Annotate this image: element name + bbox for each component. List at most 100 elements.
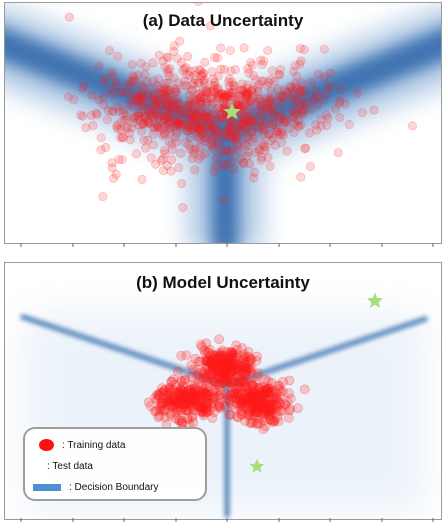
- training-point: [230, 389, 241, 400]
- training-point: [243, 351, 253, 362]
- training-point: [248, 403, 259, 414]
- training-point: [336, 85, 346, 95]
- training-point: [258, 389, 269, 400]
- training-point: [291, 110, 301, 120]
- training-point: [240, 381, 251, 392]
- training-point: [134, 94, 144, 104]
- training-point: [162, 396, 173, 407]
- training-point: [264, 383, 275, 394]
- training-point: [169, 385, 179, 396]
- training-point: [164, 382, 175, 393]
- training-point: [131, 94, 141, 104]
- training-point: [263, 99, 273, 109]
- training-point: [258, 424, 269, 434]
- training-point: [262, 81, 272, 91]
- training-point: [163, 68, 173, 78]
- training-point: [235, 101, 245, 111]
- training-point: [195, 356, 206, 367]
- training-point: [238, 388, 249, 399]
- training-point: [142, 77, 152, 87]
- green-star-icon: [223, 103, 241, 120]
- training-point: [245, 394, 256, 405]
- training-point: [227, 387, 238, 398]
- training-point: [233, 361, 244, 372]
- training-point: [260, 394, 271, 405]
- training-point: [237, 343, 248, 354]
- training-point: [260, 400, 271, 411]
- training-point: [193, 119, 203, 129]
- training-point: [261, 385, 272, 395]
- training-point: [233, 360, 244, 371]
- training-point: [239, 363, 250, 373]
- training-point: [115, 87, 125, 97]
- training-point: [201, 397, 212, 408]
- training-point: [238, 85, 248, 95]
- training-point: [200, 114, 210, 124]
- training-point: [258, 122, 268, 132]
- training-point: [249, 173, 259, 183]
- training-point: [190, 75, 200, 85]
- training-point: [174, 120, 184, 130]
- training-point: [253, 86, 263, 96]
- training-point: [292, 71, 302, 81]
- training-point: [177, 402, 188, 413]
- training-point: [157, 397, 168, 408]
- training-point: [306, 104, 316, 114]
- training-point: [180, 119, 190, 129]
- training-point: [173, 415, 184, 426]
- training-point: [190, 122, 200, 132]
- training-point: [200, 348, 211, 358]
- training-point: [260, 406, 271, 417]
- training-point: [176, 350, 187, 361]
- training-point: [107, 163, 117, 173]
- training-point: [199, 75, 209, 85]
- training-point: [215, 403, 226, 414]
- training-point: [277, 127, 287, 137]
- training-point: [196, 379, 207, 389]
- training-point: [143, 397, 154, 408]
- training-point: [246, 355, 257, 365]
- training-point: [207, 360, 218, 371]
- training-point: [268, 385, 278, 396]
- training-point: [202, 94, 212, 104]
- training-point: [235, 361, 246, 371]
- training-point: [255, 95, 265, 105]
- training-point: [139, 97, 149, 107]
- training-point: [197, 71, 207, 81]
- training-point: [221, 146, 231, 156]
- training-point: [210, 392, 221, 403]
- training-point: [207, 141, 217, 151]
- training-point: [228, 377, 239, 388]
- training-point: [269, 399, 280, 410]
- panel-a-x-ticks: [20, 243, 434, 247]
- training-point: [271, 388, 281, 399]
- training-point: [213, 359, 224, 370]
- training-point: [250, 408, 261, 418]
- training-point: [214, 400, 225, 411]
- training-point: [156, 111, 166, 121]
- training-point: [289, 66, 299, 76]
- training-point: [295, 86, 305, 96]
- training-point: [206, 393, 217, 404]
- training-point: [184, 100, 194, 110]
- training-point: [219, 356, 230, 367]
- training-point: [161, 392, 172, 403]
- training-point: [227, 375, 238, 386]
- training-point: [232, 386, 243, 397]
- training-point: [172, 104, 182, 114]
- training-point: [207, 362, 218, 373]
- training-point: [321, 89, 331, 99]
- training-point: [185, 109, 195, 119]
- training-point: [107, 68, 117, 78]
- training-point: [264, 130, 274, 140]
- training-point: [248, 393, 259, 404]
- training-point: [163, 65, 173, 75]
- training-point: [241, 122, 251, 132]
- training-point: [284, 388, 294, 399]
- training-point: [243, 401, 254, 412]
- training-point: [178, 107, 188, 117]
- training-point: [282, 146, 292, 156]
- training-point: [216, 112, 226, 122]
- training-point: [196, 403, 207, 413]
- training-point: [254, 393, 265, 404]
